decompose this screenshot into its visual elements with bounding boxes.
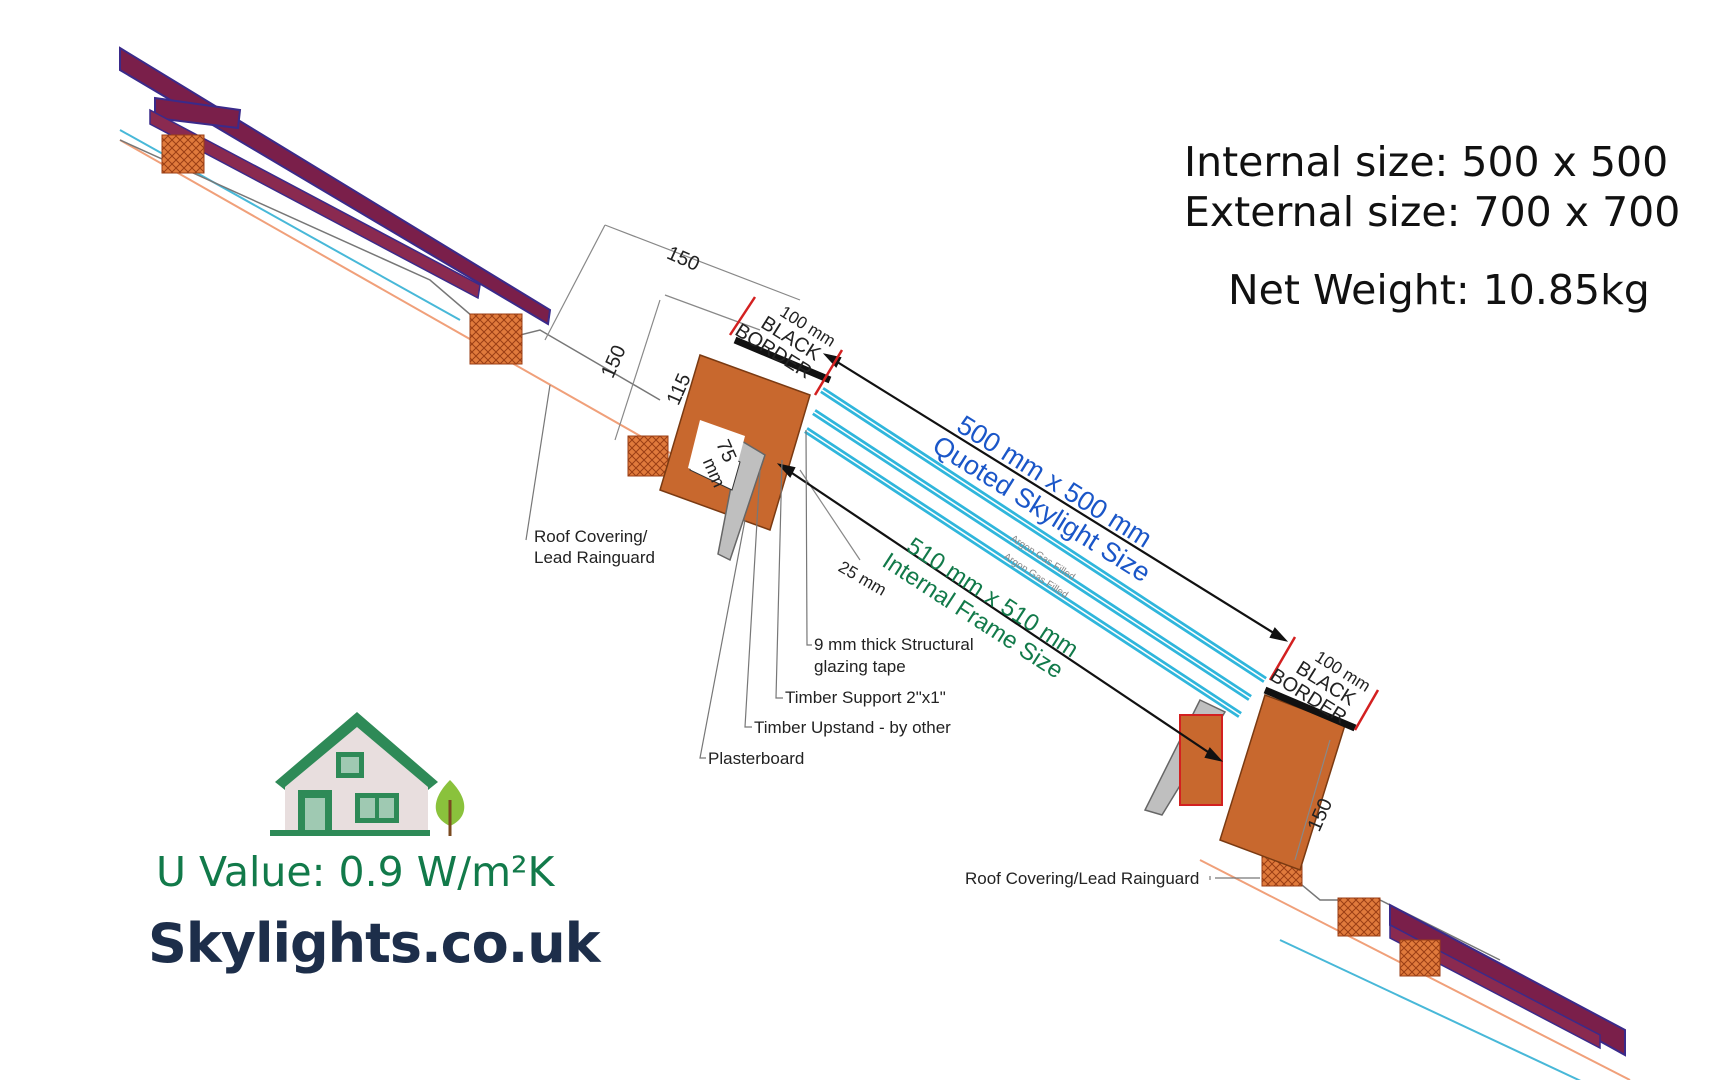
leader-lines: [525, 384, 1260, 880]
label-plasterboard: Plasterboard: [708, 749, 804, 768]
batten-2: [469, 313, 523, 365]
house-logo-icon: [270, 712, 465, 836]
border-markers: [728, 296, 1380, 731]
label-glazing-tape-1: 9 mm thick Structural: [814, 635, 974, 654]
batten-5: [1337, 897, 1381, 937]
black-border-label-left: 100 mm BLACK BORDER: [731, 302, 839, 383]
glazing-panes: [804, 387, 1267, 718]
dim-75-box: 75 mm: [688, 420, 745, 490]
external-size-text: External size: 700 x 700: [1184, 188, 1681, 236]
batten-3: [627, 435, 669, 477]
roof-tiles-left: [119, 46, 552, 326]
roof-tiles-right: [1389, 903, 1626, 1057]
internal-frame-size: 510 mm x 510 mm Internal Frame Size: [878, 532, 1084, 684]
net-weight-text: Net Weight: 10.85kg: [1228, 266, 1650, 314]
batten-6: [1399, 939, 1441, 977]
dim-150-top: 150: [663, 242, 702, 276]
roof-line-left: [119, 129, 701, 471]
batten-1: [161, 134, 205, 174]
label-roof-covering-left-1: Roof Covering/: [534, 527, 648, 546]
size-arrows: [776, 353, 1289, 762]
internal-size-text: Internal size: 500 x 500: [1184, 138, 1669, 186]
brand-logo-text: Skylights.co.uk: [148, 912, 601, 975]
label-roof-covering-left-2: Lead Rainguard: [534, 548, 655, 567]
label-roof-covering-right: Roof Covering/Lead Rainguard: [965, 869, 1199, 888]
dimension-lines: [544, 224, 1331, 861]
dim-150-left: 150: [597, 342, 631, 381]
label-glazing-tape-2: glazing tape: [814, 657, 906, 676]
label-timber-upstand: Timber Upstand - by other: [754, 718, 951, 737]
u-value-text: U Value: 0.9 W/m²K: [156, 848, 555, 896]
label-timber-support: Timber Support 2"x1": [785, 688, 946, 707]
